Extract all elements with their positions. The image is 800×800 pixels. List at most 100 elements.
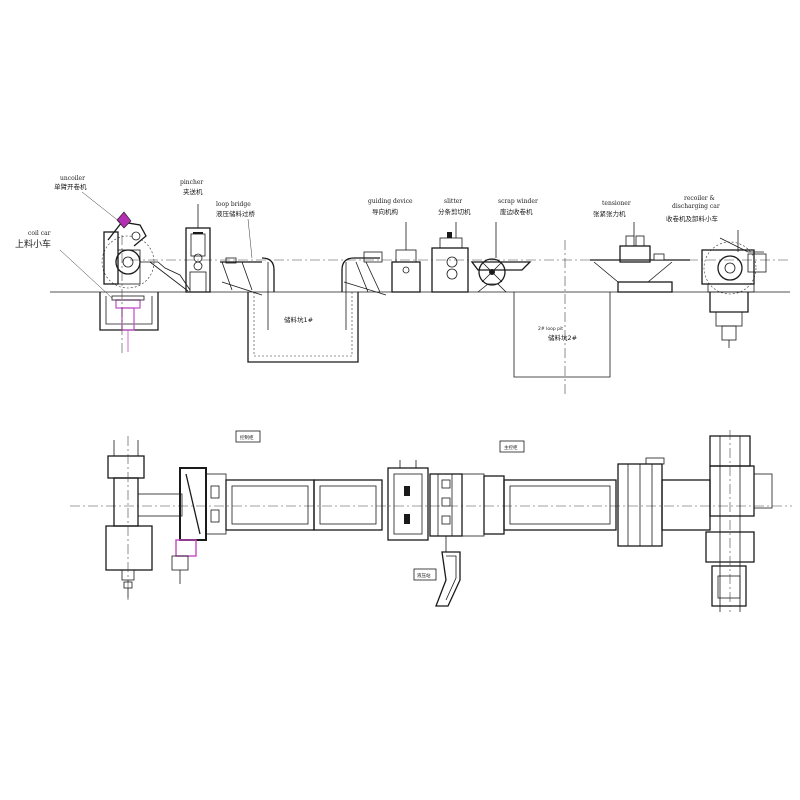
plan-pincher [171, 467, 227, 584]
plan-uncoiler [105, 436, 183, 600]
discharging-car-column [721, 325, 737, 341]
exit-bridge-legs [355, 261, 381, 293]
scrap-base [477, 283, 507, 293]
pincher-cylinder [193, 232, 203, 234]
recoil-hub [724, 262, 736, 274]
scrap-reel [478, 258, 506, 286]
plan-pincher-bracket-1 [210, 485, 220, 499]
guiding-label-en: guiding device [368, 198, 413, 205]
loop-pit-2: 2# loop pit 储料坑2# [513, 292, 611, 378]
slitter-knife-top [446, 256, 458, 268]
plan-guiding-device [387, 460, 429, 541]
plan-exit-table [503, 479, 617, 531]
pinch-roll-bottom [193, 261, 203, 271]
loop-bridge-machine [220, 257, 275, 296]
coil-car-label-cn: 上料小车 [15, 238, 51, 250]
recoiler-pit [709, 292, 749, 313]
loop-bridge-label-leader [247, 218, 253, 259]
tag-left-text: 控制柜 [240, 434, 254, 441]
recoiler-label-en: recoiler & [684, 195, 716, 202]
pit2-en-label: 2# loop pit [538, 326, 563, 332]
tag-left-box [235, 430, 261, 443]
pincher-machine [185, 204, 211, 293]
recoiler-machine [701, 230, 767, 348]
pincher-label-cn: 夹送机 [183, 187, 203, 196]
pit1-label: 储料坑1# [284, 315, 313, 324]
slitter-frame [431, 247, 469, 293]
plan-guide-block-1 [404, 486, 410, 496]
scrap-winder-machine [470, 222, 532, 293]
pincher-label-en: pincher [180, 179, 203, 186]
plan-pincher-motor [175, 539, 197, 557]
plan-recoiler-base-inner [717, 575, 741, 599]
discharging-car [715, 311, 743, 327]
slitter-label-cn: 分条剪切机 [438, 207, 471, 216]
bridge-cylinder [221, 281, 263, 296]
tensioner-roll [653, 253, 665, 261]
loop-pit-1: 储料坑1# [247, 262, 359, 363]
recoiler-label-cn: 收卷机及卸料小车 [666, 214, 719, 223]
uncoiler-label-cn: 单臂开卷机 [54, 182, 87, 191]
pinch-roll-top [193, 253, 203, 263]
plan-slitter-knife-3 [441, 515, 451, 525]
press-arm [107, 221, 147, 247]
plan-uncoiler-base [105, 525, 153, 571]
plan-mandrel [137, 493, 183, 517]
plan-bridge-1 [225, 479, 315, 531]
hydraulic-station-inner [445, 555, 457, 601]
plan-guide-frame [387, 467, 429, 541]
scrap-table [470, 261, 532, 271]
plan-hydraulic-station [435, 551, 461, 607]
pit2-wall [513, 292, 611, 378]
press-arm-head [116, 211, 132, 229]
tensioner-machine [590, 222, 690, 293]
pit2-label: 储料坑2# [548, 333, 577, 342]
elevation-view: 储料坑1# [15, 175, 790, 395]
tag-bottom-text: 液压站 [417, 572, 431, 579]
tag-mid-box [499, 440, 525, 453]
tensioner-hopper [593, 261, 673, 283]
loop-bridge-label-cn: 液压储料过桥 [216, 209, 256, 218]
plan-pincher-gear [171, 555, 189, 571]
tensioner-cyl-2 [635, 235, 645, 247]
coil-car-label-en: coil car [28, 230, 51, 237]
recoiler-body [701, 249, 755, 285]
plan-exit-table-inner [509, 485, 611, 525]
exit-bridge-head [363, 251, 383, 263]
plan-guide-inner [393, 473, 423, 535]
pit1-wall [247, 292, 359, 363]
slitter-motor [447, 232, 452, 238]
tensioner-head [619, 245, 651, 263]
recoiler-arm [719, 237, 764, 253]
slitter-label-en: slitter [444, 198, 462, 205]
bridge-curve-left [261, 257, 275, 292]
slitter-knife-bottom [446, 268, 458, 280]
scrap-winder-label-en: scrap winder [498, 198, 538, 205]
coil-car-label-leader [59, 249, 113, 299]
recoil-mandrel [717, 255, 743, 281]
plan-tags: 控制柜 主控柜 液压站 [235, 430, 525, 581]
plan-pincher-bracket-2 [210, 509, 220, 523]
plan-tensioner-cap [645, 457, 665, 465]
recoiler-label-en2: discharging car [672, 203, 720, 210]
pincher-base [189, 271, 207, 293]
plan-recoiler-body [709, 465, 755, 517]
plan-tensioner [617, 457, 711, 547]
guiding-device-machine [391, 222, 421, 293]
guide-roll [402, 266, 410, 274]
coil-car-column [121, 307, 135, 331]
bridge-hinge [225, 257, 237, 264]
plan-uncoiler-head [107, 455, 145, 479]
plan-scrap-frame [483, 475, 505, 535]
scrap-winder-label-cn: 废边收卷机 [500, 207, 533, 216]
plan-slitter-knife-2 [441, 497, 451, 507]
exit-bridge-curve [341, 257, 380, 292]
uncoiler-pit-inner [105, 296, 153, 325]
hydraulic-station-body [435, 551, 461, 607]
bridge-legs [221, 261, 253, 291]
plan-pincher-side [205, 473, 227, 535]
plan-uncoiler-body [113, 477, 139, 527]
exit-bridge-cylinder [343, 281, 387, 296]
